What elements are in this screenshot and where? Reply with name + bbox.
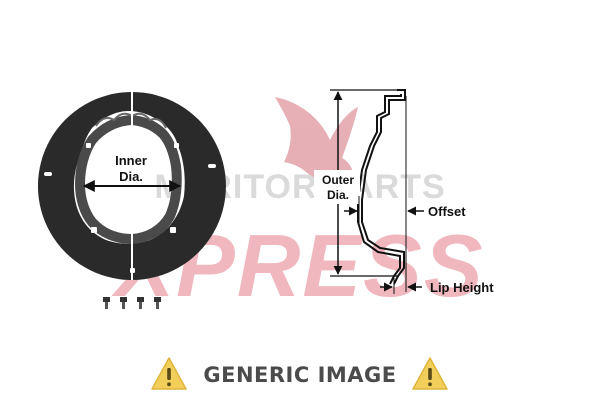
outer-dia-label-line1: Outer (322, 173, 354, 187)
mounting-slot (130, 268, 135, 273)
mounting-slot (91, 227, 97, 233)
mounting-slot (86, 143, 91, 148)
lip-height-label: Lip Height (430, 280, 494, 295)
generic-image-label: GENERIC IMAGE (203, 363, 397, 387)
inner-dia-label-line2: Dia. (119, 169, 143, 184)
dust-shield-ring (37, 92, 226, 280)
mounting-slot (170, 227, 176, 233)
outer-dia-callout: Outer Dia. (314, 89, 398, 277)
offset-callout: Offset (344, 96, 466, 292)
bolt-icon (154, 297, 161, 309)
warning-triangle-icon (412, 357, 448, 390)
mounting-slot (44, 172, 52, 176)
lip-height-callout: Lip Height (380, 278, 494, 295)
bolt-icon (120, 297, 127, 309)
warning-triangle-icon (151, 357, 187, 390)
inner-dia-callout: Inner Dia. (82, 153, 182, 192)
bolt-icon (137, 297, 144, 309)
profile-outline-outer (361, 89, 406, 285)
offset-label: Offset (428, 204, 466, 219)
mounting-slot (208, 164, 216, 168)
bolt-set (103, 297, 161, 309)
bolt-icon (103, 297, 110, 309)
mounting-slot (174, 143, 179, 148)
inner-dia-label-line1: Inner (115, 153, 147, 168)
outer-dia-label-bg (314, 170, 360, 204)
outer-dia-label-line2: Dia. (327, 188, 349, 202)
